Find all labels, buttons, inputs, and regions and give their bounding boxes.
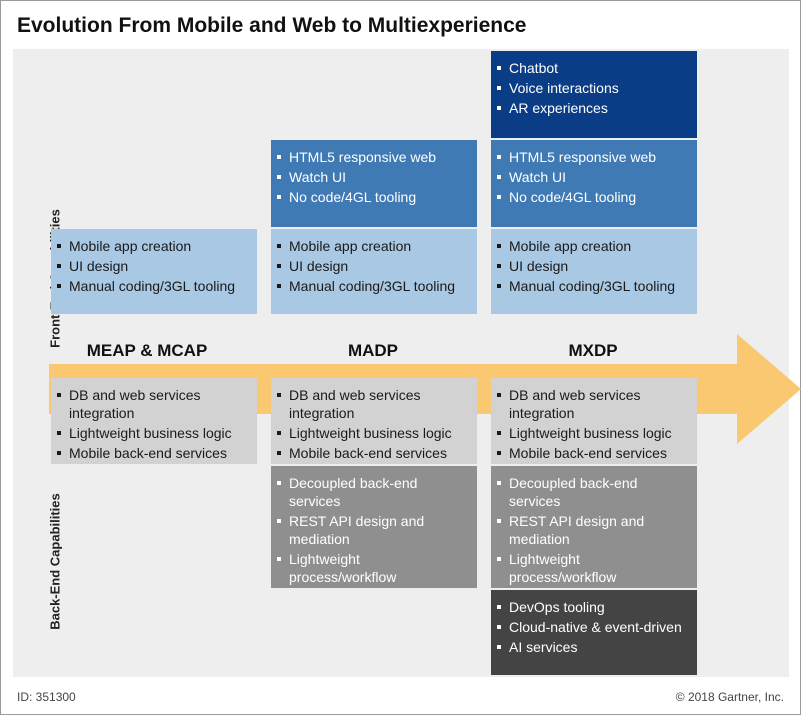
col3-front-core-box: Mobile app creation UI design Manual cod… [491, 229, 697, 314]
copyright-notice: © 2018 Gartner, Inc. [675, 690, 784, 704]
list-item: REST API design and mediation [497, 512, 689, 548]
list-item: Mobile app creation [497, 237, 689, 255]
back-end-axis-label: Back-End Capabilities [47, 493, 63, 630]
col2-back-core-box: DB and web services integration Lightwei… [271, 378, 477, 464]
list-item: AR experiences [497, 99, 689, 117]
list-item: DB and web services integration [277, 386, 469, 422]
list-item: Lightweight business logic [497, 424, 689, 442]
list-item: REST API design and mediation [277, 512, 469, 548]
stage-label-meap-mcap: MEAP & MCAP [86, 341, 208, 360]
list-item: No code/4GL tooling [497, 188, 689, 206]
stage-label-mxdp: MXDP [568, 341, 618, 360]
list-item: Decoupled back-end services [277, 474, 469, 510]
figure-title: Evolution From Mobile and Web to Multiex… [17, 14, 527, 37]
list-item: DB and web services integration [497, 386, 689, 422]
list-item: Mobile back-end services [277, 444, 469, 462]
list-item: No code/4GL tooling [277, 188, 469, 206]
list-item: Lightweight process/workflow [277, 550, 469, 586]
diagram-panel: Front-End Capabilities Back-End Capabili… [13, 49, 801, 677]
list-item: Lightweight business logic [277, 424, 469, 442]
list-item: Lightweight process/workflow [497, 550, 689, 586]
col2-front-web-box: HTML5 responsive web Watch UI No code/4G… [271, 140, 477, 227]
list-item: Mobile back-end services [497, 444, 689, 462]
figure-id: ID: 351300 [17, 690, 76, 704]
col3-back-core-box: DB and web services integration Lightwei… [491, 378, 697, 464]
col3-back-devops-box: DevOps tooling Cloud-native & event-driv… [491, 590, 697, 675]
col3-back-api-box: Decoupled back-end services REST API des… [491, 466, 697, 588]
list-item: Voice interactions [497, 79, 689, 97]
list-item: Decoupled back-end services [497, 474, 689, 510]
list-item: Manual coding/3GL tooling [277, 277, 469, 295]
list-item: Mobile app creation [277, 237, 469, 255]
list-item: Mobile app creation [57, 237, 249, 255]
col2-back-api-box: Decoupled back-end services REST API des… [271, 466, 477, 588]
list-item: Lightweight business logic [57, 424, 249, 442]
list-item: AI services [497, 638, 689, 656]
list-item: Cloud-native & event-driven [497, 618, 689, 636]
list-item: Mobile back-end services [57, 444, 249, 462]
list-item: DevOps tooling [497, 598, 689, 616]
list-item: HTML5 responsive web [277, 148, 469, 166]
list-item: Manual coding/3GL tooling [57, 277, 249, 295]
list-item: UI design [57, 257, 249, 275]
list-item: Watch UI [497, 168, 689, 186]
list-item: Manual coding/3GL tooling [497, 277, 689, 295]
list-item: Chatbot [497, 59, 689, 77]
col1-front-core-box: Mobile app creation UI design Manual cod… [51, 229, 257, 314]
col2-front-core-box: Mobile app creation UI design Manual cod… [271, 229, 477, 314]
list-item: DB and web services integration [57, 386, 249, 422]
col3-front-conversational-box: Chatbot Voice interactions AR experience… [491, 51, 697, 138]
col3-front-web-box: HTML5 responsive web Watch UI No code/4G… [491, 140, 697, 227]
stage-label-madp: MADP [347, 341, 399, 360]
list-item: UI design [277, 257, 469, 275]
list-item: Watch UI [277, 168, 469, 186]
list-item: HTML5 responsive web [497, 148, 689, 166]
col1-back-core-box: DB and web services integration Lightwei… [51, 378, 257, 464]
list-item: UI design [497, 257, 689, 275]
